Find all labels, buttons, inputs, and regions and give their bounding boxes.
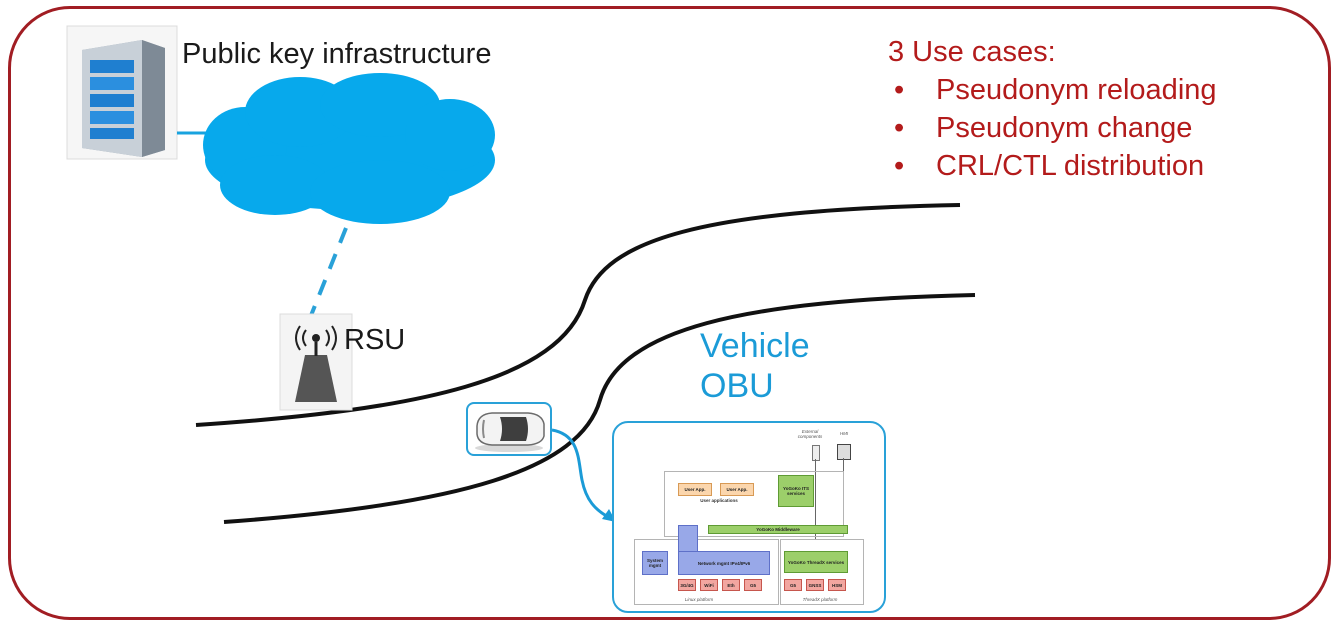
pki-label: Public key infrastructure <box>182 38 492 70</box>
middleware-block: YoGoKo Middleware <box>708 525 848 534</box>
hw-wifi: WiFi <box>700 579 718 591</box>
vehicle-box <box>466 402 552 456</box>
vehicle-label-line1: Vehicle <box>700 327 810 365</box>
threadx-services-block: YoGoKo ThreadX services <box>784 551 848 573</box>
threadx-platform-region <box>780 539 864 605</box>
user-applications-label: User applications <box>700 498 738 503</box>
cloud-icon <box>203 73 495 224</box>
road-upper <box>195 203 961 427</box>
use-cases-title: 3 Use cases: <box>888 36 1056 68</box>
vehicle-label-line2: OBU <box>700 367 774 405</box>
hw-eth: Eth <box>722 579 740 591</box>
hw-hsm: HSM <box>828 579 846 591</box>
use-case-item: CRL/CTL distribution <box>888 147 1217 185</box>
hmi-icon <box>837 444 851 460</box>
hw-g5-threadx: G5 <box>784 579 802 591</box>
user-app-1: User App. <box>678 483 712 496</box>
outer-frame <box>8 6 1331 620</box>
linux-platform-region <box>634 539 779 605</box>
system-mgmt-block: System mgmt <box>642 551 668 575</box>
network-mgmt-block: Network mgmt IPv4/IPv6 <box>678 551 770 575</box>
vehicle-obu-label: Vehicle OBU <box>700 326 810 406</box>
antenna-icon <box>279 313 353 411</box>
external-component-icon <box>812 445 820 461</box>
external-link <box>815 459 816 539</box>
threadx-platform-label: ThreadX platform <box>802 597 838 602</box>
hmi-label: HMI <box>839 431 849 436</box>
cloud-rsu-link <box>308 227 348 319</box>
hw-3g4g: 3G/4G <box>678 579 696 591</box>
obu-architecture-diagram: External components HMI User App. User A… <box>624 427 876 609</box>
applications-region <box>664 471 844 537</box>
linux-platform-label: Linux platform <box>684 597 714 602</box>
hw-gnss: GNSS <box>806 579 824 591</box>
network-mgmt-stem <box>678 525 698 553</box>
use-case-item: Pseudonym change <box>888 109 1217 147</box>
use-case-item: Pseudonym reloading <box>888 71 1217 109</box>
use-cases-list: 3 Use cases: Pseudonym reloading Pseudon… <box>888 33 1217 185</box>
user-app-2: User App. <box>720 483 754 496</box>
external-components-label: External components <box>797 429 823 439</box>
obu-architecture-panel: External components HMI User App. User A… <box>612 421 886 613</box>
road-lower <box>223 293 976 524</box>
server-icon <box>66 25 178 160</box>
car-icon <box>475 412 545 452</box>
its-services-block: YoGoKo ITS services <box>778 475 814 507</box>
hw-g5-linux: G5 <box>744 579 762 591</box>
car-obu-arrow <box>551 428 611 520</box>
rsu-label: RSU <box>344 324 406 356</box>
